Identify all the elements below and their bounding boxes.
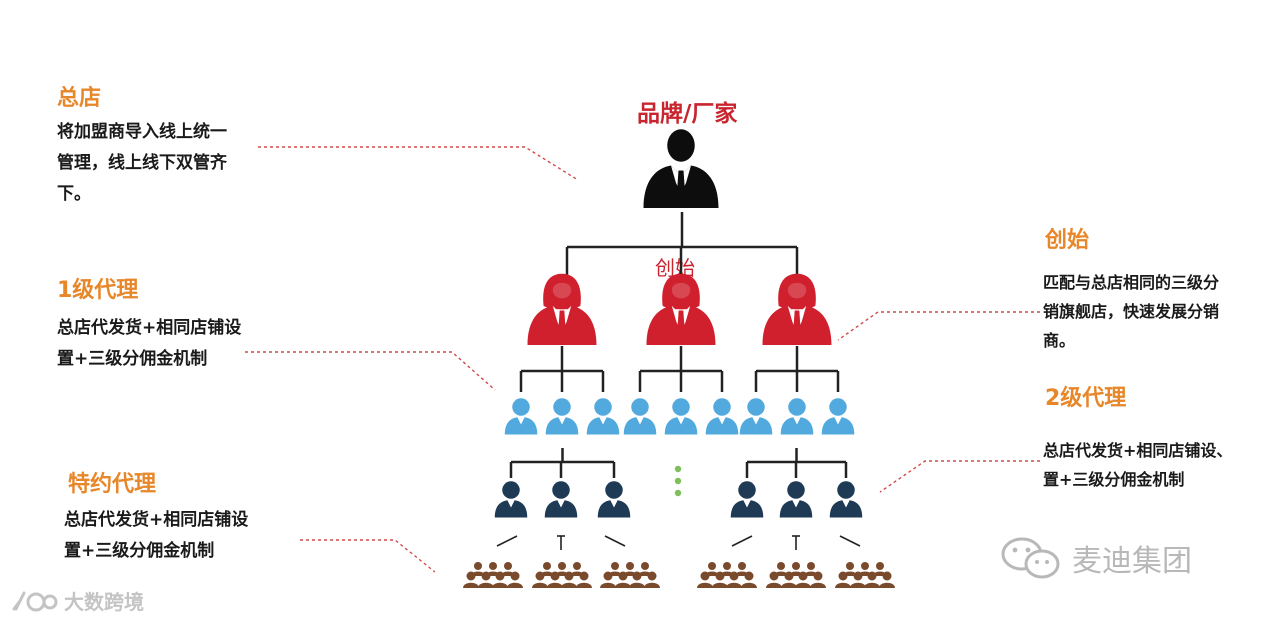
level2-person-icon [739, 398, 773, 435]
founder-title: 创始 [1045, 228, 1090, 253]
connector-line [839, 535, 861, 547]
special-agent-person-icon [544, 481, 578, 518]
logo-icon [12, 591, 58, 611]
level1-leader-line [245, 351, 496, 391]
continuation-dot [674, 477, 682, 485]
founder-person-icon [646, 273, 716, 345]
level2-agent-title: 2级代理 [1045, 386, 1127, 411]
level2-person-icon [664, 398, 698, 435]
level2-person-icon [623, 398, 657, 435]
special-agent-person-icon [730, 481, 764, 518]
level1-agent-title: 1级代理 [57, 278, 139, 303]
special-to-members-lines [496, 535, 626, 550]
level2-leader-line [879, 460, 1040, 493]
special-agent-person-icon [829, 481, 863, 518]
connector-line [604, 535, 626, 547]
wechat-account-name: 麦迪集团 [1072, 544, 1192, 579]
wechat-icon [1001, 537, 1060, 579]
member-group-icon [835, 562, 895, 588]
founder-description: 匹配与总店相同的三级分 销旗舰店，快速发展分销 商。 [1043, 273, 1220, 350]
level2-person-icon [504, 398, 538, 435]
level1-agent-description: 总店代发货+相同店铺设 置+三级分佣金机制 [57, 318, 242, 369]
level2-person-icon [586, 398, 620, 435]
connector-line [496, 535, 518, 547]
level2-person-icon [780, 398, 814, 435]
level2-person-icon [821, 398, 855, 435]
level2-agent-description: 总店代发货+相同店铺设、 置+三级分佣金机制 [1043, 441, 1233, 489]
founder-leader-line [837, 311, 1040, 341]
member-group-icon [463, 562, 523, 588]
hq-leader-line [258, 146, 579, 181]
special-agent-person-icon [779, 481, 813, 518]
member-group-icon [600, 562, 660, 588]
continuation-dots [674, 465, 682, 497]
leader-lines [245, 146, 1040, 573]
continuation-dot [674, 465, 682, 473]
level2-person-icon [705, 398, 739, 435]
people-figures [463, 129, 895, 588]
level2-to-special-bracket [509, 448, 616, 478]
special-agent-description: 总店代发货+相同店铺设 置+三级分佣金机制 [64, 510, 249, 561]
special-leader-line [300, 539, 436, 573]
brand-manufacturer-label: 品牌/厂家 [637, 101, 738, 127]
bottom-left-watermark-text: 大数跨境 [64, 590, 144, 614]
brand-person-icon [643, 129, 719, 208]
member-group-icon [766, 562, 826, 588]
member-group-icon [697, 562, 757, 588]
hq-description: 将加盟商导入线上统一 管理，线上线下双管齐 下。 [57, 122, 227, 204]
hq-title: 总店 [57, 86, 102, 111]
special-to-members-lines [731, 535, 861, 550]
connector-lines [496, 212, 861, 550]
member-group-icon [532, 562, 592, 588]
brand-to-founders-bracket [565, 212, 799, 275]
level2-person-icon [545, 398, 579, 435]
founder-to-level2-bracket [519, 346, 605, 392]
bottom-left-watermark: 大数跨境 [10, 586, 144, 615]
connector-line [731, 535, 753, 547]
founder-to-level2-bracket [754, 346, 840, 392]
founder-person-icon [762, 273, 832, 345]
special-agent-title: 特约代理 [68, 472, 157, 497]
special-agent-person-icon [597, 481, 631, 518]
continuation-dot [674, 489, 682, 497]
wechat-watermark: 麦迪集团 [1000, 536, 1192, 580]
founder-to-level2-bracket [638, 346, 724, 392]
level2-to-special-bracket [745, 448, 848, 478]
founder-person-icon [527, 273, 597, 345]
special-agent-person-icon [494, 481, 528, 518]
